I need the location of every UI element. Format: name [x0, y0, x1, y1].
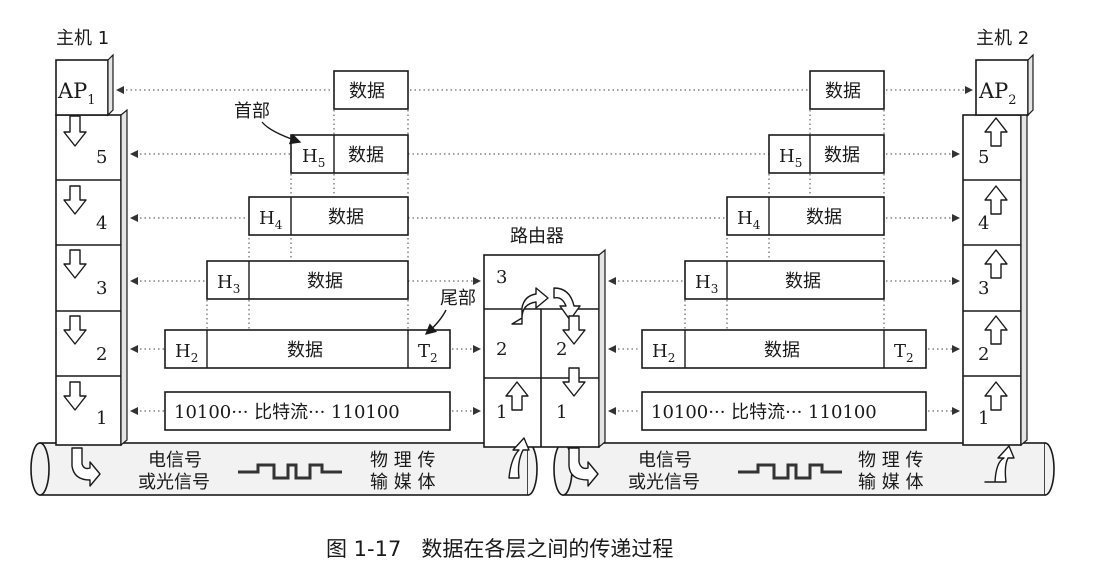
- left-bitstream: 10100··· 比特流··· 110100: [174, 402, 400, 423]
- host1-ap-label: AP1: [57, 79, 96, 108]
- router-label: 路由器: [510, 226, 564, 247]
- host2-layer-1: 1: [978, 408, 989, 429]
- right-h4: H4: [737, 208, 761, 232]
- left-l3-data: 数据: [307, 271, 343, 292]
- physical-medium-right: [553, 442, 1055, 496]
- right-t2: T2: [894, 341, 914, 365]
- trailer-callout: 尾部: [440, 288, 476, 309]
- host2-layer-5: 5: [978, 147, 989, 168]
- host1-down-arrows: [63, 115, 101, 487]
- router-layer-1-right: 1: [556, 402, 567, 423]
- trailer-leader-line: [424, 309, 447, 335]
- right-h2: H2: [652, 341, 675, 365]
- peer-lines: [116, 86, 973, 415]
- right-l2-data: 数据: [764, 340, 800, 361]
- host2-layer-4: 4: [978, 213, 989, 234]
- router-layer-2-left: 2: [496, 339, 507, 360]
- host2-stack: [962, 53, 1034, 447]
- left-ap-data: 数据: [349, 81, 385, 102]
- host1-stack: [55, 53, 128, 447]
- host1-layer-2: 2: [96, 344, 107, 365]
- right-h5: H5: [779, 146, 802, 170]
- right-data-units: [641, 70, 927, 431]
- signal-label-left-2: 或光信号: [138, 472, 210, 493]
- router-stack: [483, 248, 606, 449]
- router-layer-1-left: 1: [496, 402, 507, 423]
- signal-label-right-1: 电信号: [638, 450, 692, 471]
- host1-label: 主机 1: [56, 28, 109, 49]
- left-h3: H3: [217, 272, 240, 296]
- right-l5-data: 数据: [824, 145, 860, 166]
- header-callout: 首部: [234, 101, 270, 122]
- figure-caption: 图 1-17 数据在各层之间的传递过程: [326, 537, 673, 561]
- host1-layer-5: 5: [96, 147, 107, 168]
- router-flow-arrows: [505, 287, 599, 487]
- medium-label-left-1: 物 理 传: [370, 450, 435, 471]
- right-bitstream: 10100··· 比特流··· 110100: [651, 402, 877, 423]
- router-layer-2-right: 2: [556, 339, 567, 360]
- physical-medium-left: [30, 442, 538, 496]
- host1-layer-4: 4: [96, 213, 107, 234]
- right-l3-data: 数据: [785, 271, 821, 292]
- right-ap-data: 数据: [825, 81, 861, 102]
- signal-label-right-2: 或光信号: [628, 472, 700, 493]
- host2-layer-3: 3: [978, 278, 989, 299]
- right-h3: H3: [695, 272, 718, 296]
- left-l4-data: 数据: [328, 207, 364, 228]
- router-layer-3: 3: [496, 267, 507, 288]
- left-h2: H2: [175, 341, 198, 365]
- host2-ap-label: AP2: [978, 79, 1017, 108]
- left-l5-data: 数据: [348, 145, 384, 166]
- signal-waveform-left: [238, 463, 342, 480]
- left-l2-data: 数据: [287, 340, 323, 361]
- right-l4-data: 数据: [806, 207, 842, 228]
- host2-layer-2: 2: [978, 344, 989, 365]
- left-h4: H4: [259, 208, 283, 232]
- host1-layer-1: 1: [96, 408, 107, 429]
- medium-label-right-2: 输 媒 体: [858, 472, 923, 493]
- left-data-units: [164, 70, 451, 431]
- signal-label-left-1: 电信号: [148, 450, 202, 471]
- medium-label-left-2: 输 媒 体: [370, 472, 435, 493]
- host2-up-arrows: [984, 117, 1015, 483]
- host1-layer-3: 3: [96, 278, 107, 299]
- host2-label: 主机 2: [976, 28, 1029, 49]
- signal-waveform-right: [738, 463, 842, 480]
- left-t2: T2: [418, 341, 438, 365]
- medium-label-right-1: 物 理 传: [858, 450, 923, 471]
- left-h5: H5: [302, 146, 325, 170]
- header-leader-line: [261, 121, 302, 145]
